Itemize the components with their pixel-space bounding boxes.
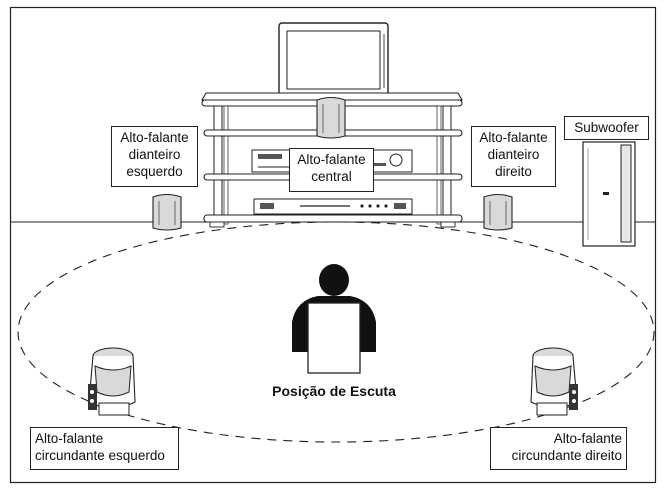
front-left-speaker-icon <box>152 193 182 231</box>
front-right-label-line-2: dianteiro <box>487 147 540 162</box>
surround-left-speaker-icon <box>88 347 136 416</box>
center-label-line-1: Alto-falante <box>297 152 366 167</box>
center-speaker-icon <box>316 96 346 139</box>
surround-left-label-line-1: Alto-falante <box>35 431 104 446</box>
listening-position-label: Posição de Escuta <box>272 383 396 399</box>
surround-left-label-line-2: circundante esquerdo <box>35 448 165 463</box>
front-right-speaker-icon <box>483 193 513 231</box>
listening-area-ellipse <box>17 221 655 443</box>
front-left-label-line-3: esquerdo <box>126 164 183 179</box>
center-speaker-label: Alto-falante central <box>289 148 374 192</box>
front-right-label-line-3: direito <box>495 164 532 179</box>
surround-right-speaker-label: Alto-falante circundante direito <box>490 427 627 470</box>
subwoofer-label: Subwoofer <box>564 116 649 140</box>
surround-right-label-line-1: Alto-falante <box>553 431 622 446</box>
surround-right-speaker-icon <box>530 347 578 416</box>
center-label-line-2: central <box>311 169 352 184</box>
front-left-speaker-label: Alto-falante dianteiro esquerdo <box>111 126 198 187</box>
front-left-label-line-2: dianteiro <box>128 147 181 162</box>
surround-left-speaker-label: Alto-falante circundante esquerdo <box>30 427 179 470</box>
front-right-label-line-1: Alto-falante <box>479 130 548 145</box>
subwoofer-icon <box>582 141 636 247</box>
front-right-speaker-label: Alto-falante dianteiro direito <box>471 126 556 187</box>
tv-icon <box>278 22 389 101</box>
subwoofer-label-line-1: Subwoofer <box>574 120 639 135</box>
front-left-label-line-1: Alto-falante <box>120 130 189 145</box>
surround-right-label-line-2: circundante direito <box>511 448 622 463</box>
listener-icon <box>292 264 376 374</box>
